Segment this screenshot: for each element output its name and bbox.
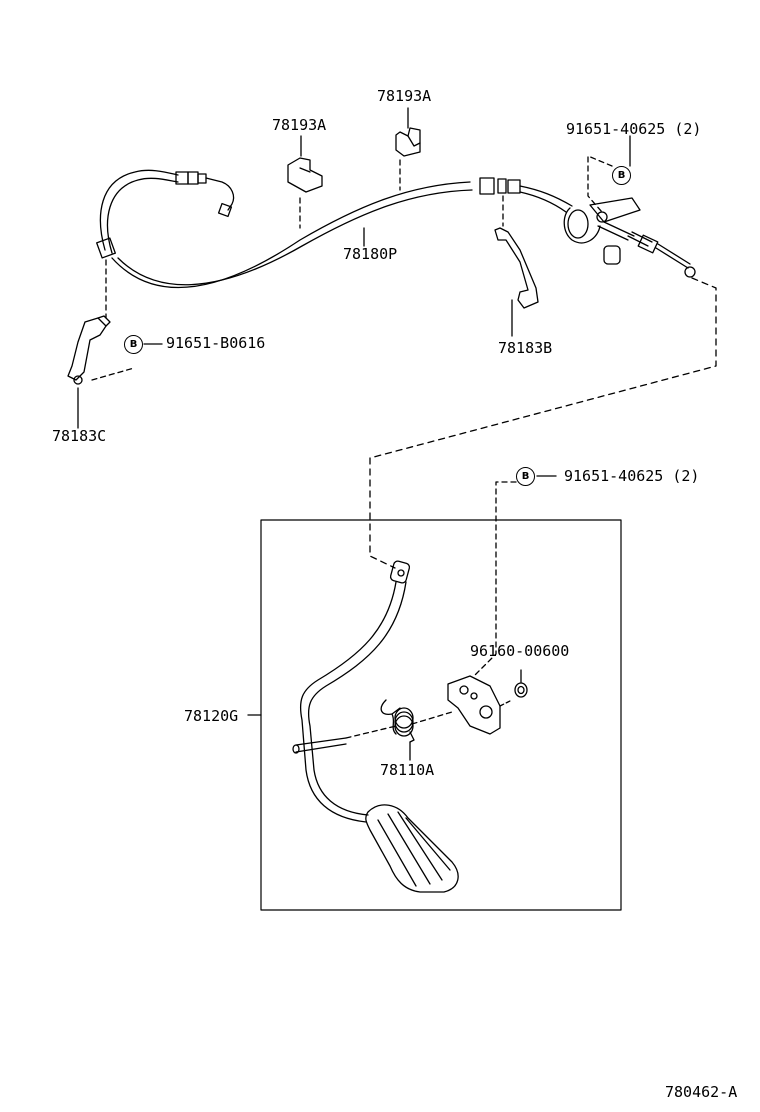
bolt-symbol-lower: B xyxy=(516,467,535,486)
bolt-symbol-upper: B xyxy=(612,166,631,185)
label-pedal-assembly: 78120G xyxy=(184,707,239,725)
pivot-bracket-drawing xyxy=(447,669,528,735)
cable-to-pedal-connector xyxy=(369,277,717,569)
figure-code: 780462-A xyxy=(665,1083,738,1101)
accelerator-cable-drawing xyxy=(96,169,696,289)
leader-lines-lower xyxy=(473,475,557,677)
label-bolt-lower: 91651-40625 (2) xyxy=(564,467,700,485)
label-return-spring: 78110A xyxy=(380,761,435,779)
cable-clamps-drawing xyxy=(287,127,421,229)
bracket-78183c-drawing xyxy=(67,259,135,385)
label-accelerator-cable: 78180P xyxy=(343,245,398,263)
label-clamp-lower: 78193A xyxy=(272,116,327,134)
label-clamp-upper: 78193A xyxy=(377,87,432,105)
label-bracket-b: 78183B xyxy=(498,339,553,357)
leader-lines-upper xyxy=(77,107,631,429)
return-spring-drawing xyxy=(345,699,453,761)
label-bushing: 96160-00600 xyxy=(470,642,570,660)
bolt-symbol-bracket: B xyxy=(124,335,143,354)
bracket-78183b-drawing xyxy=(494,195,539,309)
accelerator-pedal-drawing xyxy=(292,560,459,893)
label-bracket-c: 78183C xyxy=(52,427,107,445)
label-bolt-upper: 91651-40625 (2) xyxy=(566,120,702,138)
label-bolt-bracket: 91651-B0616 xyxy=(166,334,266,352)
